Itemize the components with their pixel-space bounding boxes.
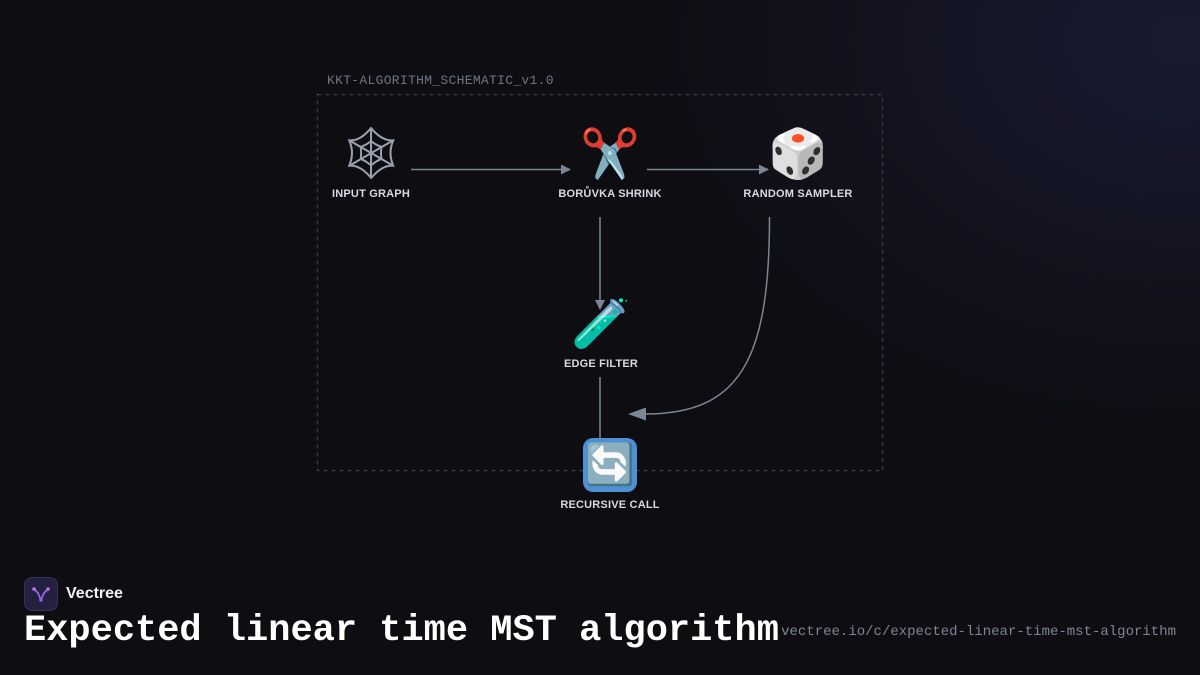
vectree-logo-mark bbox=[32, 587, 50, 602]
brand-name: Vectree bbox=[66, 585, 123, 602]
node-label-input-graph: INPUT GRAPH bbox=[332, 188, 410, 200]
node-label-recursive-call: RECURSIVE CALL bbox=[560, 499, 660, 511]
node-label-boruvka-shrink: BORŮVKA SHRINK bbox=[558, 188, 662, 200]
node-boruvka-shrink: ✂️ BORŮVKA SHRINK bbox=[530, 124, 690, 200]
node-label-edge-filter: EDGE FILTER bbox=[563, 358, 639, 370]
test-tube-icon: 🧪 bbox=[571, 296, 631, 352]
scissors-icon: ✂️ bbox=[580, 126, 640, 182]
page-title: Expected linear time MST algorithm bbox=[24, 610, 779, 652]
node-recursive-call: 🔄 RECURSIVE CALL bbox=[530, 435, 690, 511]
edge-sampler-to-filter bbox=[644, 216, 771, 415]
node-random-sampler: 🎲 RANDOM SAMPLER bbox=[718, 124, 878, 200]
vectree-logo-icon bbox=[24, 577, 58, 611]
diagram-connectors bbox=[316, 93, 884, 472]
dice-icon: 🎲 bbox=[768, 126, 828, 182]
edge-sampler-to-filter-arrowhead bbox=[628, 407, 646, 421]
page-url: vectree.io/c/expected-linear-time-mst-al… bbox=[781, 624, 1176, 640]
node-edge-filter: 🧪 EDGE FILTER bbox=[521, 294, 681, 370]
schematic-label: KKT-ALGORITHM_SCHEMATIC_v1.0 bbox=[327, 73, 554, 88]
node-input-graph: 🕸 INPUT GRAPH bbox=[291, 124, 451, 200]
refresh-arrows-icon: 🔄 bbox=[583, 438, 637, 492]
node-label-random-sampler: RANDOM SAMPLER bbox=[743, 188, 853, 200]
schematic-frame bbox=[316, 93, 884, 472]
brand: Vectree bbox=[24, 577, 123, 611]
kkt-schematic-diagram: KKT-ALGORITHM_SCHEMATIC_v1.0 🕸 INPUT GRA… bbox=[291, 73, 884, 511]
spider-web-icon: 🕸 bbox=[337, 124, 404, 184]
